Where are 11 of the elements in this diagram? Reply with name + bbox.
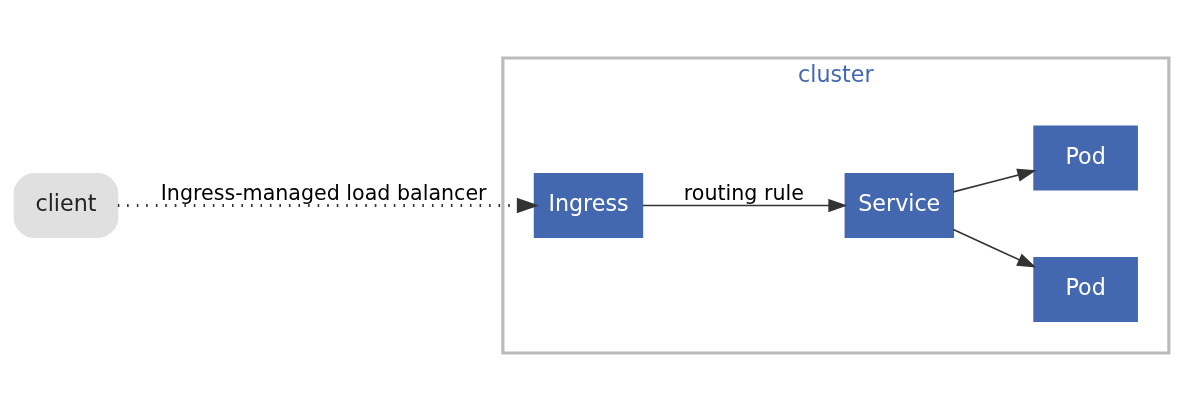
arrow	[952, 228, 1037, 268]
node-box: Pod	[1033, 256, 1138, 322]
arrow	[117, 197, 540, 213]
arrow	[952, 168, 1037, 193]
arrow	[642, 198, 848, 212]
node-box: Pod	[1033, 124, 1138, 190]
node-box: client	[13, 172, 119, 238]
edge-label: Ingress-managed load balancer	[160, 180, 487, 205]
edge-label: routing rule	[683, 180, 804, 205]
node-box: Service	[844, 172, 954, 238]
node-box: Ingress	[533, 172, 644, 238]
